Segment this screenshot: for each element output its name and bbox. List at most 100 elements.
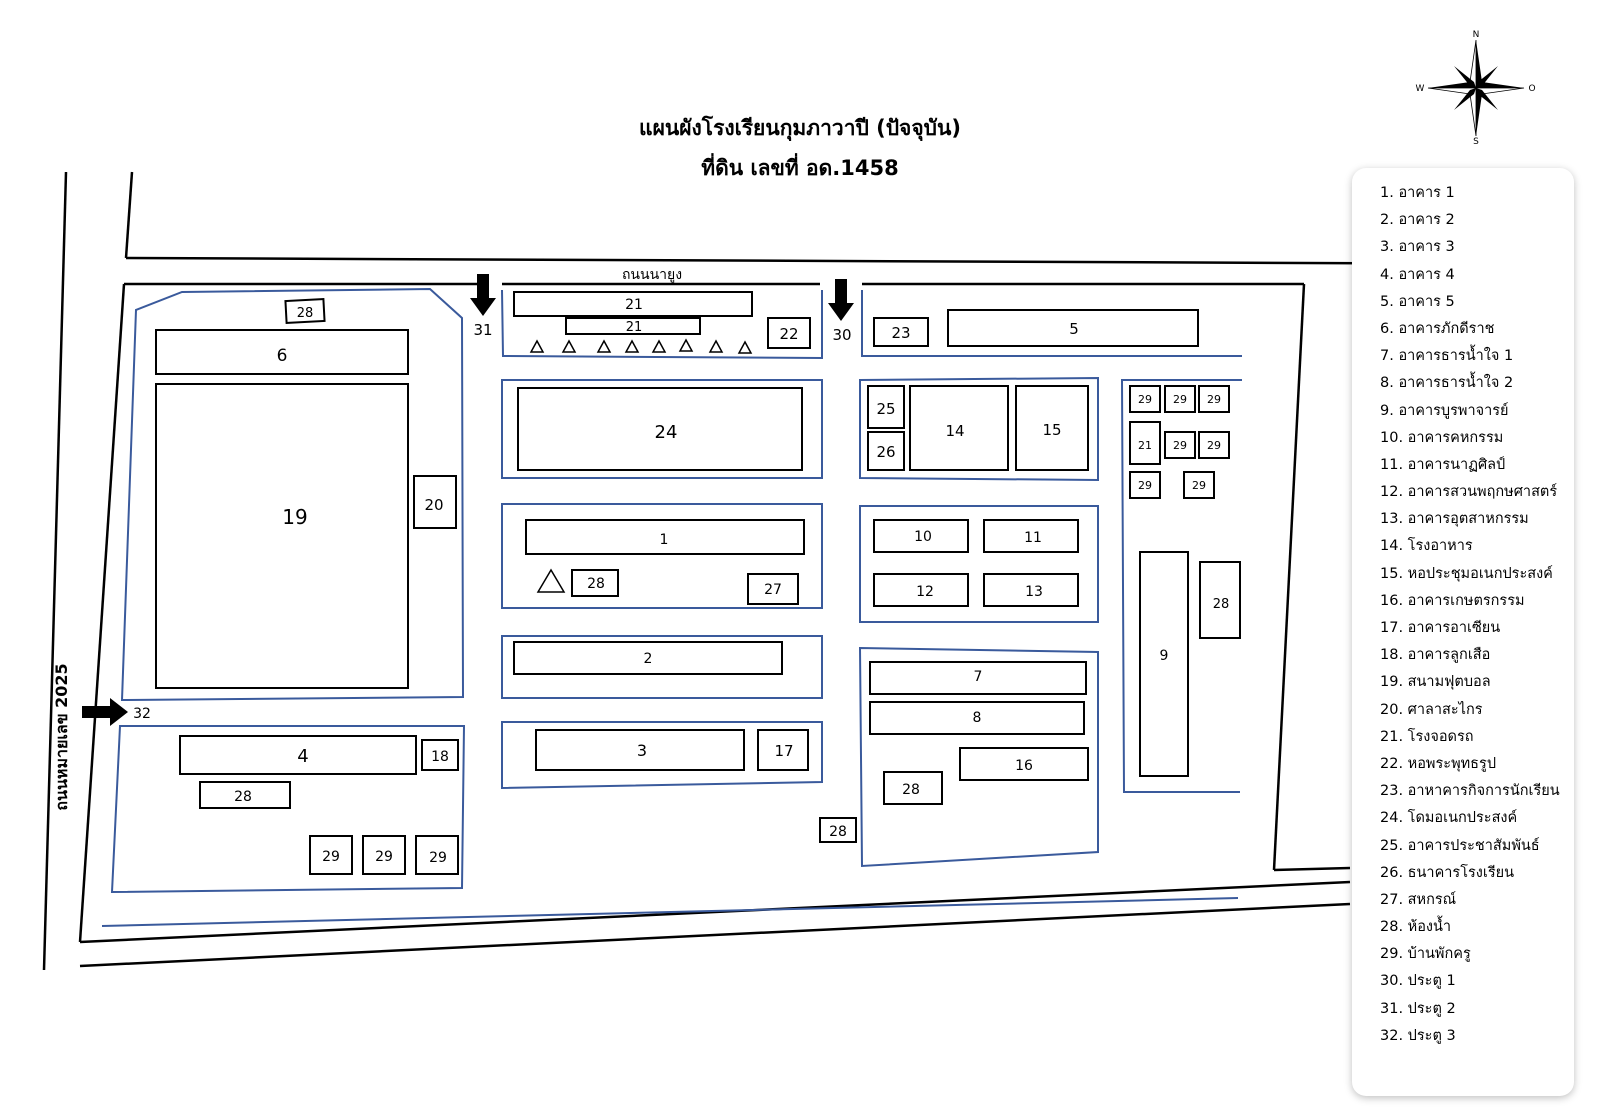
- gate-31-label: 31: [473, 321, 492, 339]
- road-label-top: ถนนนายูง: [622, 267, 682, 283]
- triangle-markers: [529, 338, 753, 593]
- legend-item: 26. ธนาคารโรงเรียน: [1380, 864, 1515, 881]
- legend-item: 13. อาคารอุตสาหกรรม: [1380, 511, 1529, 528]
- building-25: 25: [876, 400, 895, 418]
- building-29-bl3: 29: [429, 850, 447, 866]
- triangle-icon: [737, 340, 753, 354]
- compass-n-label: N: [1473, 30, 1480, 40]
- building-16: 16: [1015, 758, 1033, 774]
- buildings: [155, 291, 1241, 875]
- building-15: 15: [1042, 421, 1061, 439]
- gate-arrows: [82, 274, 854, 726]
- building-14: 14: [945, 422, 964, 440]
- building-26: 26: [876, 443, 895, 461]
- legend-item: 14. โรงอาหาร: [1380, 538, 1473, 555]
- legend-item: 27. สหกรณ์: [1380, 891, 1457, 908]
- building-28-lower: 28: [829, 824, 847, 840]
- building-28-bottom-left: 28: [234, 789, 252, 805]
- building-7: 7: [974, 669, 983, 685]
- building-28-far: 28: [1213, 597, 1230, 612]
- building-3: 3: [637, 741, 647, 760]
- building-29-r7: 29: [1192, 479, 1206, 492]
- gate-32-label: 32: [133, 706, 151, 722]
- legend-item: 20. ศาลาสะไกร: [1380, 701, 1483, 718]
- building-13: 13: [1025, 584, 1043, 600]
- map-subtitle: ที่ดิน เลขที่ อด.1458: [701, 156, 899, 180]
- legend-item: 31. ประตู 2: [1380, 1000, 1456, 1017]
- building-29-bl2: 29: [375, 849, 393, 865]
- legend-item: 23. อาหาคารกิจการนักเรียน: [1380, 783, 1560, 800]
- legend-item: 16. อาคารเกษตรกรรม: [1380, 592, 1525, 609]
- building-28-top: 28: [297, 306, 314, 321]
- triangle-icon: [596, 339, 612, 353]
- legend-item: 7. อาคารธารน้ำใจ 1: [1380, 348, 1514, 365]
- building-21-right: 21: [1138, 439, 1152, 452]
- legend-item: 32. ประตู 3: [1380, 1027, 1456, 1044]
- building-27: 27: [764, 582, 782, 598]
- legend-item: 22. หอพระพุทธรูป: [1380, 755, 1497, 772]
- legend-item: 11. อาคารนาฏศิลป์: [1380, 456, 1506, 473]
- legend-item: 3. อาคาร 3: [1380, 239, 1455, 256]
- building-11: 11: [1024, 530, 1042, 546]
- legend-item: 29. บ้านพักครู: [1380, 946, 1471, 963]
- legend-item: 30. ประตู 1: [1380, 973, 1456, 990]
- arrow-right-icon: [82, 698, 128, 726]
- map-title: แผนผังโรงเรียนกุมภาวาปี (ปัจจุบัน): [639, 116, 961, 140]
- legend-item: 28. ห้องน้ำ: [1380, 919, 1452, 936]
- triangle-icon: [529, 339, 545, 353]
- compass-o-label: O: [1528, 84, 1535, 94]
- legend-item: 25. อาคารประชาสัมพันธ์: [1380, 837, 1540, 854]
- legend-item: 4. อาคาร 4: [1380, 266, 1455, 283]
- building-18: 18: [431, 749, 449, 765]
- legend-item: 24. โดมอเนกประสงค์: [1380, 810, 1518, 827]
- building-28-right: 28: [902, 782, 920, 798]
- legend-item: 5. อาคาร 5: [1380, 293, 1455, 310]
- building-12: 12: [916, 584, 934, 600]
- compass-w-label: W: [1416, 84, 1425, 94]
- legend-item: 18. อาคารลูกเสือ: [1380, 647, 1491, 664]
- triangle-icon: [624, 339, 640, 353]
- triangle-icon: [536, 568, 566, 593]
- building-29-r5: 29: [1207, 439, 1221, 452]
- building-29-r1: 29: [1138, 393, 1152, 406]
- legend-item: 12. อาคารสวนพฤกษศาสตร์: [1380, 484, 1558, 501]
- triangle-icon: [678, 338, 694, 352]
- building-24: 24: [655, 422, 678, 443]
- legend-item: 19. สนามฟุตบอล: [1380, 674, 1491, 691]
- arrow-down-icon: [470, 274, 496, 316]
- arrow-down-icon: [828, 279, 854, 321]
- building-28-mid: 28: [587, 576, 605, 592]
- gate-30-label: 30: [832, 326, 851, 344]
- legend-item: 8. อาคารธารน้ำใจ 2: [1380, 375, 1514, 392]
- legend-item: 6. อาคารภักดีราช: [1380, 320, 1495, 337]
- compass-rose-icon: N S W O: [1416, 30, 1536, 147]
- legend-item: 9. อาคารบูรพาจารย์: [1380, 402, 1509, 419]
- legend-item: 10. อาคารคหกรรม: [1380, 429, 1504, 446]
- building-29-r4: 29: [1173, 439, 1187, 452]
- legend-item: 17. อาคารอาเซียน: [1380, 620, 1501, 636]
- legend-item: 2. อาคาร 2: [1380, 212, 1455, 229]
- legend-item: 21. โรงจอดรถ: [1380, 728, 1474, 745]
- building-20: 20: [424, 496, 443, 514]
- building-17: 17: [774, 742, 793, 760]
- building-9: 9: [1160, 648, 1169, 664]
- building-8: 8: [973, 710, 982, 726]
- building-21b: 21: [626, 320, 643, 335]
- zone-outlines: [101, 287, 1242, 927]
- compass-s-label: S: [1473, 137, 1479, 147]
- building-2: 2: [644, 651, 653, 667]
- road-lines: [42, 171, 1551, 971]
- building-29-r2: 29: [1173, 393, 1187, 406]
- triangle-icon: [708, 339, 724, 353]
- building-23: 23: [891, 324, 910, 342]
- road-label-left: ถนนหมายเลข 2025: [52, 663, 71, 810]
- building-29-bl1: 29: [322, 849, 340, 865]
- triangle-icon: [561, 339, 577, 353]
- building-21a: 21: [625, 297, 643, 313]
- legend-item: 15. หอประชุมอเนกประสงค์: [1380, 565, 1553, 582]
- building-1: 1: [660, 532, 669, 548]
- triangle-icon: [651, 339, 667, 353]
